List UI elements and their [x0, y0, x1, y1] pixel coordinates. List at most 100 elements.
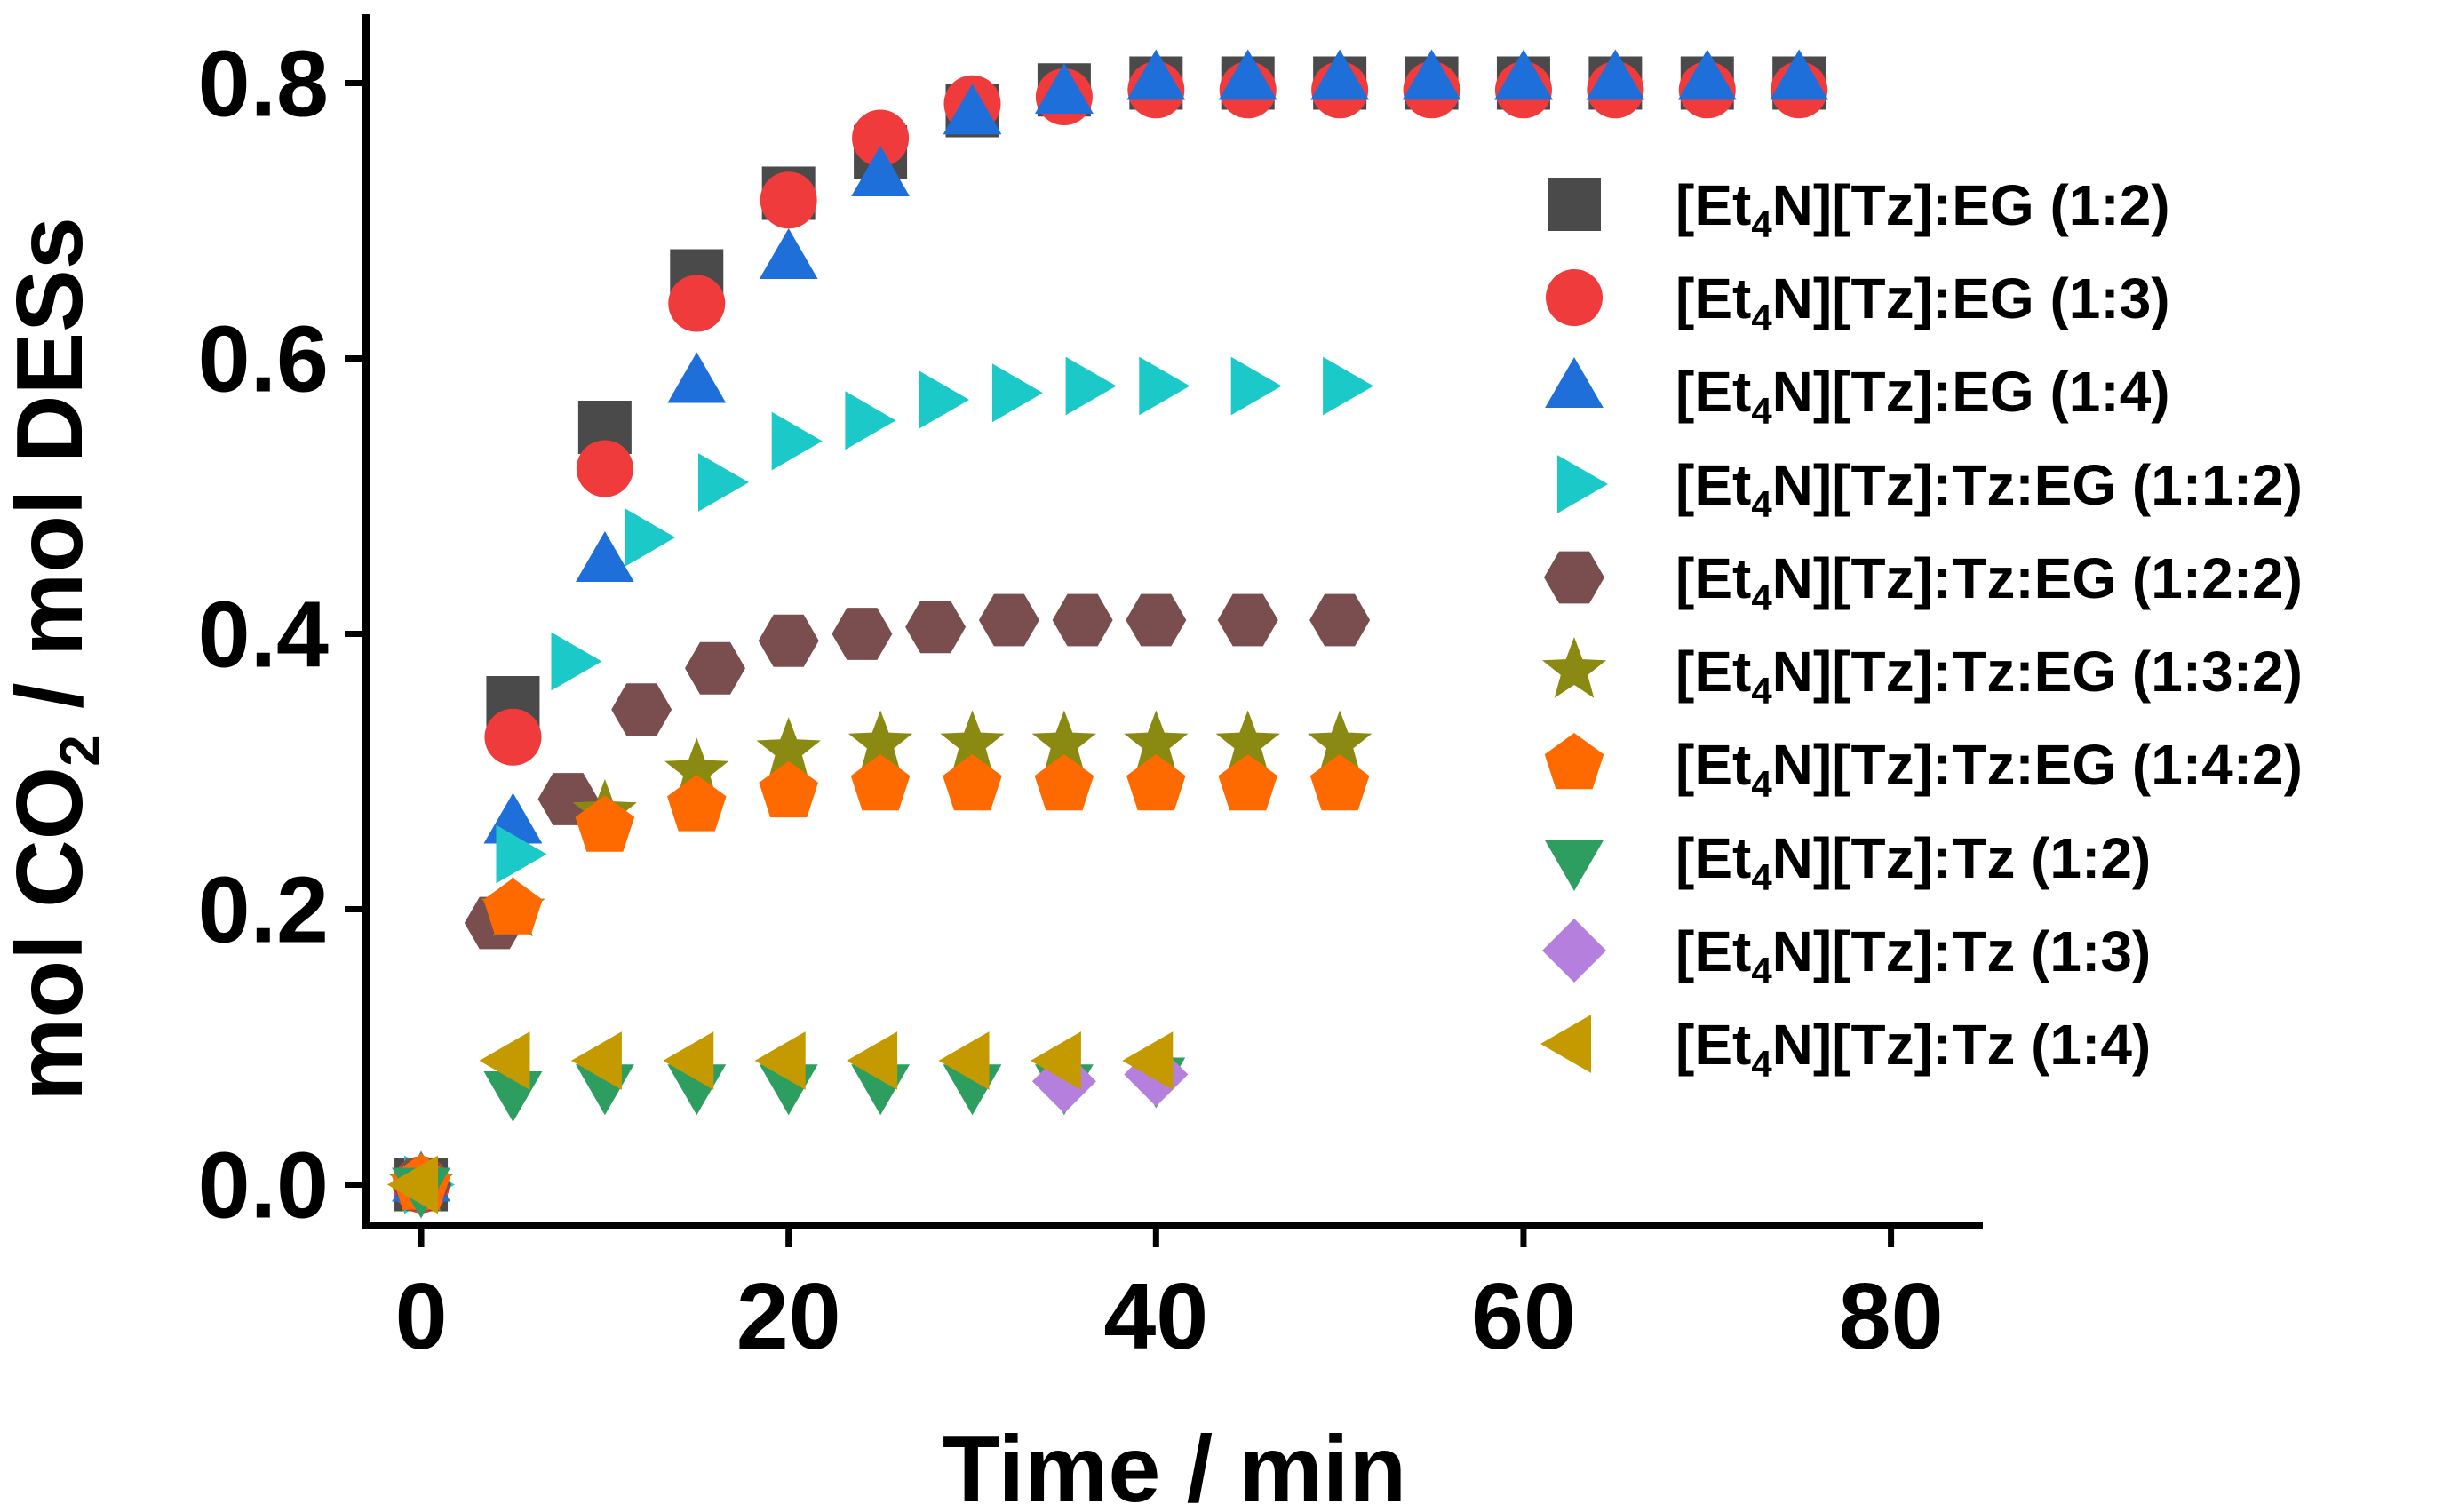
data-point [576, 440, 633, 497]
data-point [847, 1031, 898, 1090]
data-point [1230, 356, 1282, 416]
data-point [756, 717, 821, 778]
data-point [1030, 1031, 1081, 1090]
legend-label-part: N][Tz]:EG (1:2) [1772, 173, 2170, 237]
series-7 [391, 754, 1370, 1210]
legend-label-part: [Et [1675, 826, 1751, 890]
data-point [850, 754, 911, 811]
legend-label-part: [Et [1675, 453, 1751, 517]
legend-label: [Et4N][Tz]:Tz:EG (1:1:2) [1675, 453, 2303, 525]
data-point [1218, 754, 1277, 811]
legend: [Et4N][Tz]:EG (1:2)[Et4N][Tz]:EG (1:3)[E… [1540, 173, 2303, 1085]
legend-label: [Et4N][Tz]:Tz:EG (1:2:2) [1675, 546, 2303, 618]
legend-label-subscript: 4 [1751, 203, 1772, 245]
legend-label: [Et4N][Tz]:EG (1:3) [1675, 267, 2170, 338]
data-point [759, 228, 818, 279]
data-point [832, 608, 893, 660]
y-tick-label: 0.8 [198, 32, 329, 137]
legend-label-subscript: 4 [1751, 577, 1772, 618]
legend-label-subscript: 4 [1751, 763, 1772, 805]
data-point [1217, 593, 1278, 647]
y-axis-title-subscript: 2 [48, 735, 112, 767]
series-3 [392, 49, 1829, 1202]
data-point [667, 352, 727, 403]
x-tick-label: 80 [1839, 1264, 1944, 1369]
y-axis-title-part: mol CO [0, 767, 102, 1102]
legend-label: [Et4N][Tz]:Tz (1:4) [1675, 1013, 2151, 1085]
data-point [663, 1031, 714, 1090]
data-point [570, 1031, 622, 1090]
data-point [991, 363, 1043, 423]
legend-label-part: [Et [1675, 546, 1751, 610]
series-1 [394, 56, 1826, 1212]
data-point [575, 795, 635, 852]
data-point [625, 508, 676, 567]
data-point [484, 708, 542, 766]
data-point [919, 370, 970, 429]
data-point [479, 1031, 530, 1090]
data-point [1309, 593, 1371, 647]
legend-label-part: N][Tz]:Tz (1:2) [1772, 826, 2152, 890]
y-tick-label: 0.2 [198, 858, 329, 963]
data-point [760, 171, 817, 229]
x-axis-title: Time / min [943, 1417, 1406, 1512]
data-point [1310, 49, 1369, 100]
data-point [576, 531, 634, 582]
data-point [978, 593, 1039, 647]
legend-label-subscript: 4 [1751, 390, 1772, 432]
data-point [1126, 49, 1186, 100]
data-point [1215, 710, 1280, 772]
legend-label: [Et4N][Tz]:Tz:EG (1:4:2) [1675, 733, 2303, 805]
legend-marker [1545, 357, 1604, 408]
data-point [938, 1031, 990, 1090]
data-point [387, 1155, 438, 1214]
data-point [771, 411, 823, 471]
legend-label-part: N][Tz]:Tz (1:3) [1772, 919, 2152, 983]
legend-label-subscript: 4 [1751, 950, 1772, 991]
legend-marker [1557, 455, 1608, 513]
axes [362, 14, 1983, 1229]
data-point [664, 737, 729, 800]
y-tick-label: 0.4 [198, 583, 329, 688]
legend-item: [Et4N][Tz]:Tz:EG (1:2:2) [1544, 546, 2303, 618]
data-point [698, 453, 749, 512]
legend-label-part: N][Tz]:Tz:EG (1:3:2) [1772, 640, 2303, 704]
data-point [754, 1031, 806, 1090]
legend-label: [Et4N][Tz]:EG (1:4) [1675, 360, 2170, 432]
data-point [667, 775, 727, 832]
legend-item: [Et4N][Tz]:Tz (1:2) [1545, 826, 2151, 898]
legend-label-part: [Et [1675, 173, 1751, 237]
series-10 [387, 1031, 1174, 1214]
legend-item: [Et4N][Tz]:Tz:EG (1:1:2) [1557, 453, 2303, 525]
x-tick-label: 0 [395, 1264, 448, 1369]
data-point [940, 710, 1005, 772]
legend-label-part: [Et [1675, 640, 1751, 704]
legend-label: [Et4N][Tz]:EG (1:2) [1675, 173, 2170, 245]
y-tick-label: 0.0 [198, 1134, 329, 1238]
data-point [1309, 754, 1370, 811]
data-point [1677, 49, 1737, 100]
legend-item: [Et4N][Tz]:EG (1:2) [1548, 173, 2170, 245]
legend-label-part: N][Tz]:Tz (1:4) [1772, 1013, 2152, 1077]
legend-item: [Et4N][Tz]:Tz:EG (1:4:2) [1544, 733, 2303, 805]
data-point [1124, 710, 1189, 772]
data-point [1494, 49, 1553, 100]
legend-marker [1546, 269, 1603, 326]
data-point [1122, 1031, 1174, 1090]
y-axis-title-part: / mol DESs [0, 217, 102, 735]
legend-label-subscript: 4 [1751, 670, 1772, 712]
legend-label-subscript: 4 [1751, 297, 1772, 338]
data-point [1308, 710, 1373, 772]
data-point [1034, 754, 1094, 811]
data-point [1218, 49, 1277, 100]
data-point [759, 760, 818, 818]
legend-item: [Et4N][Tz]:Tz (1:3) [1542, 919, 2151, 991]
legend-label: [Et4N][Tz]:Tz:EG (1:3:2) [1675, 640, 2303, 712]
data-point [852, 109, 910, 167]
legend-marker [1541, 637, 1607, 698]
legend-label-part: N][Tz]:EG (1:4) [1772, 360, 2170, 424]
data-point [668, 275, 726, 332]
data-points [387, 49, 1829, 1219]
